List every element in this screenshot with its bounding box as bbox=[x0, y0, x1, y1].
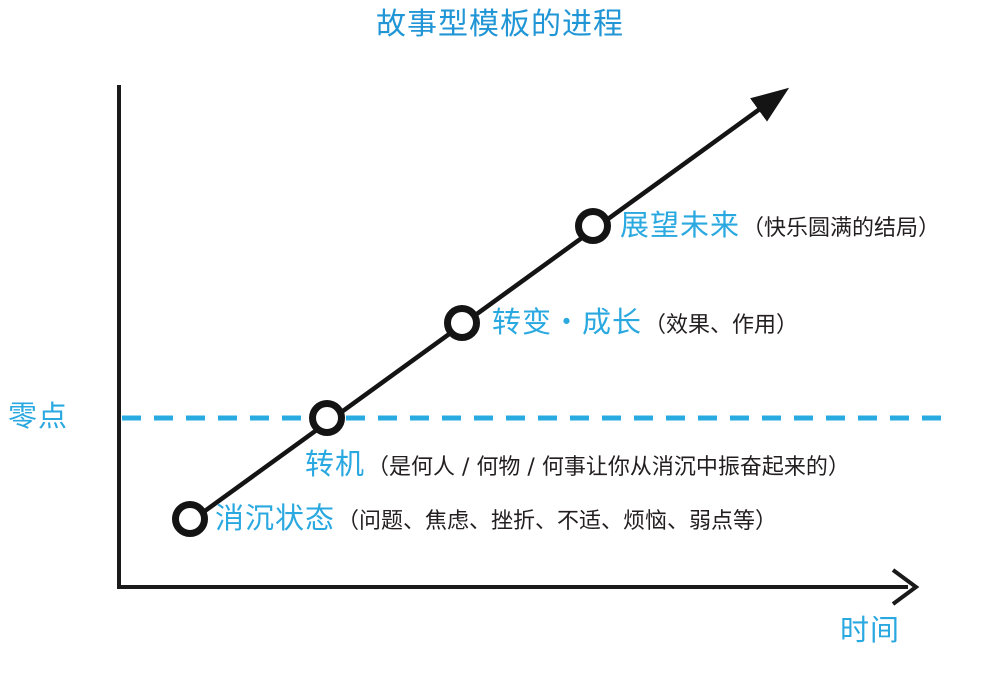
x-axis-arrowhead bbox=[891, 568, 920, 606]
node-label-change: 转变・成长 （效果、作用） bbox=[492, 308, 798, 337]
node-label-turning-detail: （是何人 / 何物 / 何事让你从消沉中振奋起来的） bbox=[367, 455, 850, 480]
node-label-low-detail: （问题、焦虑、挫折、不适、烦恼、弱点等） bbox=[337, 509, 778, 534]
node-label-outlook: 展望未来 （快乐圆满的结局） bbox=[620, 211, 940, 240]
node-label-turning-key: 转机 bbox=[305, 447, 366, 481]
node-label-low: 消沉状态 （问题、焦虑、挫折、不适、烦恼、弱点等） bbox=[215, 504, 777, 533]
node-label-outlook-key: 展望未来 bbox=[620, 208, 741, 242]
node-label-outlook-detail: （快乐圆满的结局） bbox=[742, 216, 941, 241]
node-label-change-detail: （效果、作用） bbox=[644, 313, 799, 338]
node-marker-low[interactable] bbox=[172, 501, 208, 537]
page-title: 故事型模板的进程 bbox=[376, 7, 624, 42]
node-marker-change[interactable] bbox=[444, 305, 480, 341]
node-label-turning: 转机 （是何人 / 何物 / 何事让你从消沉中振奋起来的） bbox=[305, 450, 850, 479]
node-label-change-key: 转变・成长 bbox=[492, 305, 643, 339]
node-label-low-key: 消沉状态 bbox=[215, 501, 336, 535]
x-axis-label: 时间 bbox=[840, 613, 901, 647]
zero-line-label: 零点 bbox=[8, 399, 69, 433]
node-marker-outlook[interactable] bbox=[575, 208, 611, 244]
node-marker-turning[interactable] bbox=[309, 400, 345, 436]
